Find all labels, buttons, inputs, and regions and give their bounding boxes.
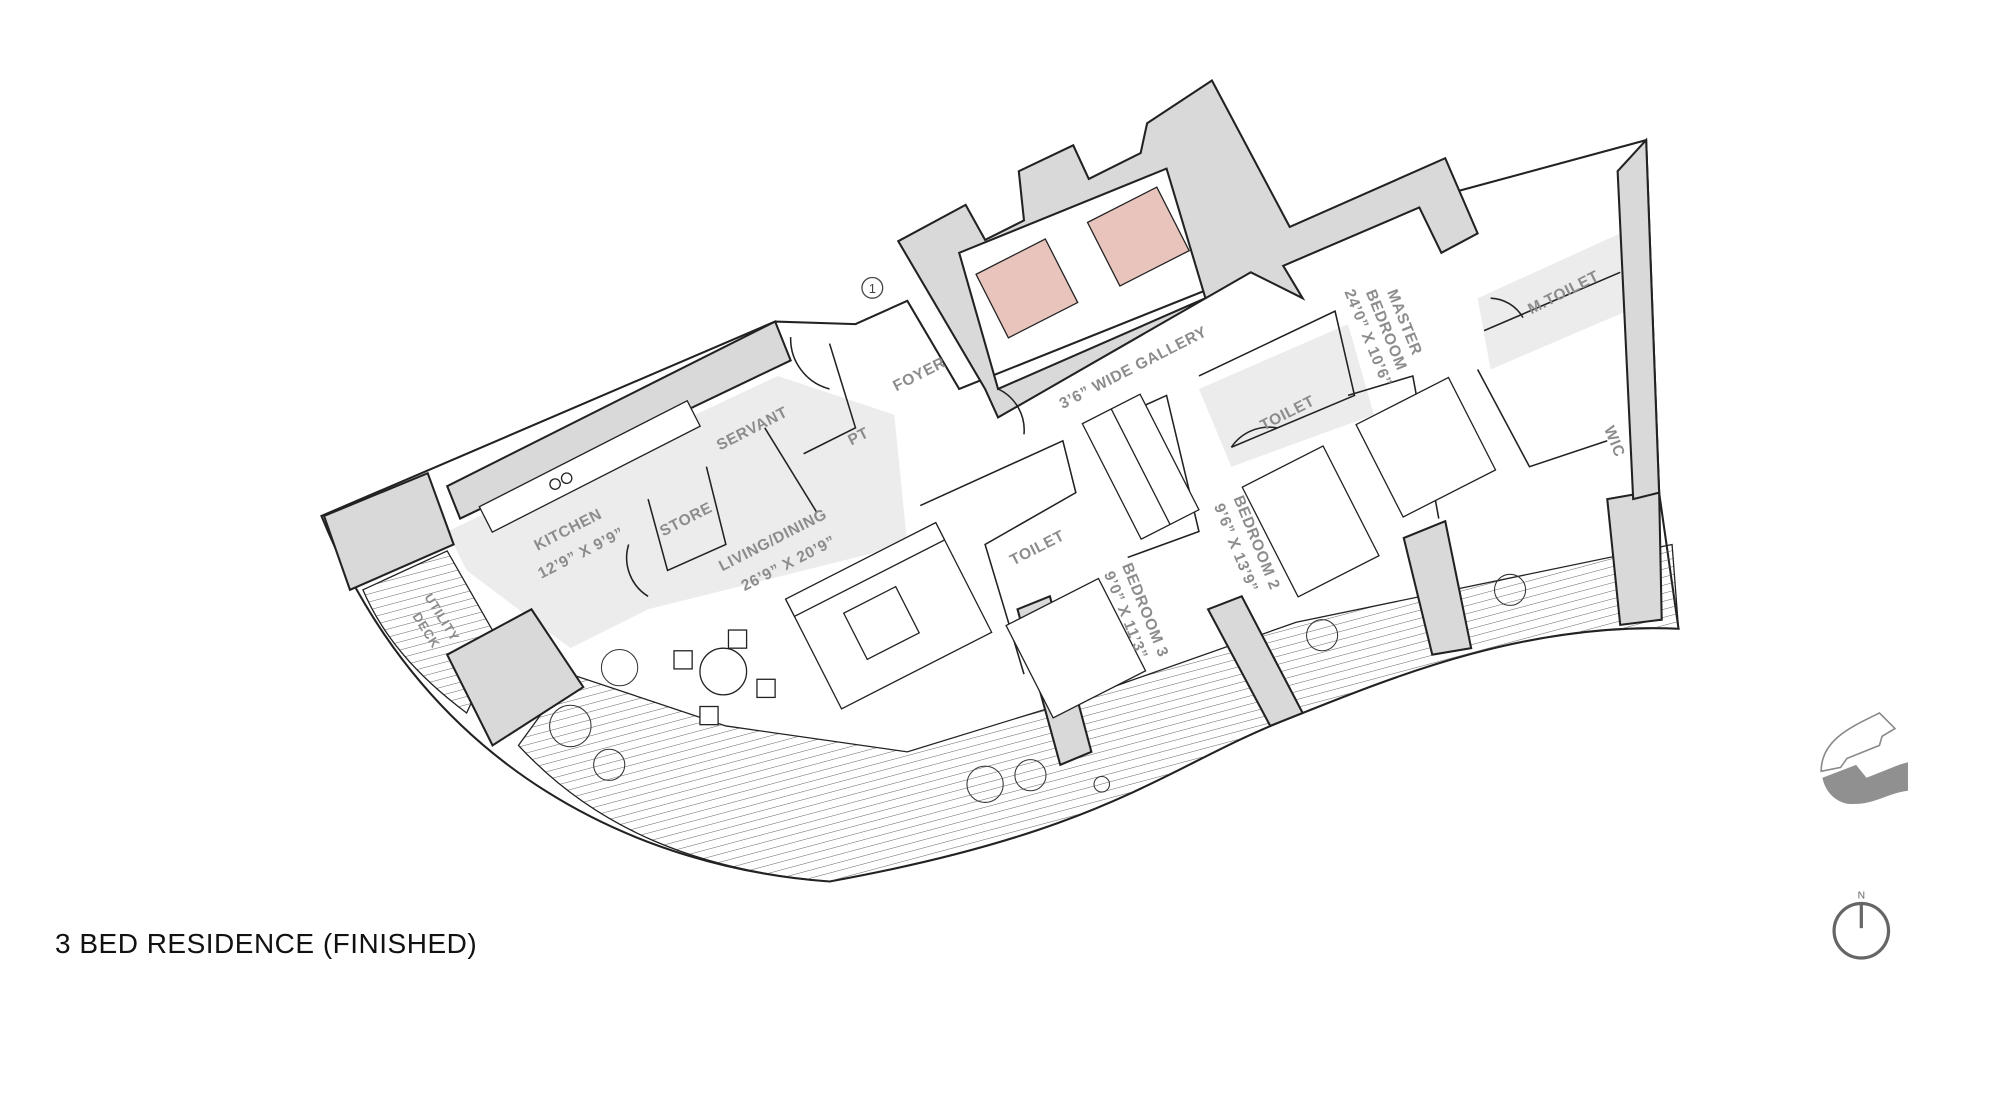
- wardrobes: [1081, 393, 1200, 541]
- bed-3: [1005, 577, 1147, 719]
- section-marker: 1: [861, 276, 884, 299]
- terrace-deck: [517, 543, 1680, 883]
- bed-2: [1241, 445, 1380, 598]
- north-compass-icon: N: [1832, 890, 1891, 960]
- key-plan: [1820, 712, 1908, 805]
- column: [445, 607, 585, 747]
- column: [1206, 595, 1305, 728]
- dining-table: [673, 629, 776, 726]
- sofa-set: [784, 521, 993, 710]
- master-bed: [1355, 376, 1497, 518]
- elevator-1: [975, 238, 1079, 339]
- service-zone: [447, 375, 908, 649]
- elevator-core: [896, 78, 1479, 419]
- kitchen-counter: [478, 399, 702, 533]
- right-wall: [1616, 137, 1661, 501]
- elevator-2: [1086, 186, 1191, 287]
- planters: [549, 573, 1527, 803]
- kitchen-wall: [445, 320, 792, 520]
- page-title: 3 BED RESIDENCE (FINISHED): [55, 928, 478, 959]
- svg-text:1: 1: [869, 281, 876, 296]
- column: [1402, 519, 1473, 656]
- bath-zone: [1198, 324, 1374, 467]
- svg-text:N: N: [1858, 890, 1865, 901]
- corner-column: [322, 471, 455, 592]
